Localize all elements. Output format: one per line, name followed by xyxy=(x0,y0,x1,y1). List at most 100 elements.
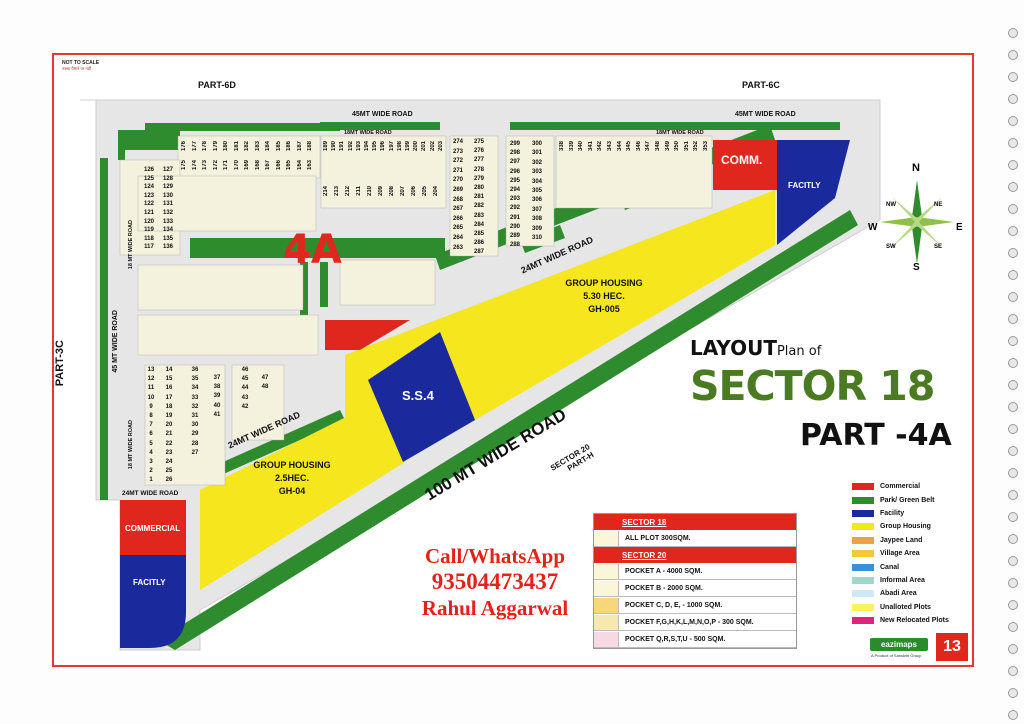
plot-size-swatch xyxy=(594,597,619,613)
plot-number: 339 xyxy=(568,141,575,152)
plot-number: 192 xyxy=(347,141,354,152)
ss4-facility xyxy=(368,332,475,462)
plot-number: 36 xyxy=(191,367,199,373)
green-belt-left xyxy=(100,158,108,500)
plot-number: 288 xyxy=(509,242,520,249)
road-18m-left: 18 MT WIDE ROAD xyxy=(128,220,134,270)
contact-phone[interactable]: 93504473437 xyxy=(431,569,559,594)
plot-number: 24 xyxy=(165,459,173,465)
plot-number: 168 xyxy=(254,160,261,171)
green-belt-100m xyxy=(158,210,858,650)
plot-number: 297 xyxy=(509,159,520,166)
plot-number: 122 xyxy=(143,201,154,208)
legend-label: Informal Area xyxy=(880,576,925,584)
plan-of-word: Plan of xyxy=(776,344,822,359)
plot-size-label: POCKET Q,R,S,T,U - 500 SQM. xyxy=(625,635,726,643)
plot-number: 169 xyxy=(244,160,250,171)
plot-number: 280 xyxy=(473,185,484,191)
layout-word: LAYOUT xyxy=(690,336,777,360)
gh005-line2: 5.30 HEC. xyxy=(583,291,625,301)
plot-number: 186 xyxy=(286,141,292,152)
plot-number: 347 xyxy=(645,141,652,152)
plot-number: 272 xyxy=(452,158,463,165)
plot-number: 48 xyxy=(261,384,269,391)
plot-number: 8 xyxy=(149,413,153,419)
plot-number: 190 xyxy=(331,141,338,152)
compass-n: N xyxy=(912,162,920,174)
legend-label: Abadi Area xyxy=(880,590,917,598)
brand-subtitle: A Product of Sanskriti Group xyxy=(871,653,922,658)
plot-number: 135 xyxy=(162,235,173,242)
plot-size-swatch xyxy=(594,614,619,630)
plot-number: 129 xyxy=(162,184,173,191)
plot-number: 167 xyxy=(265,160,271,171)
commercial-block-left xyxy=(120,500,186,555)
plot-number: 15 xyxy=(165,376,173,383)
plot-number: 125 xyxy=(143,175,154,182)
plot-number: 19 xyxy=(165,413,173,419)
plot-size-row: POCKET F,G,H,K,L,M,N,O,P - 300 SQM. xyxy=(594,614,796,631)
legend-swatch xyxy=(852,563,874,571)
plot-number: 348 xyxy=(655,141,661,152)
plot-number: 290 xyxy=(509,223,520,230)
plot-number: 132 xyxy=(162,210,173,216)
plot-number: 119 xyxy=(144,227,154,234)
plot-number: 22 xyxy=(165,440,173,447)
legend-label: Unalloted Plots xyxy=(880,603,931,611)
plot-number: 120 xyxy=(143,218,154,225)
legend-item: Abadi Area xyxy=(852,587,962,600)
plot-number: 189 xyxy=(323,141,329,152)
legend-swatch xyxy=(852,509,874,517)
plot-number: 172 xyxy=(212,160,219,171)
legend-item: Commercial xyxy=(852,480,962,493)
plot-number: 171 xyxy=(223,160,229,171)
legend-label: Village Area xyxy=(880,550,920,558)
plot-size-row: POCKET C, D, E, - 1000 SQM. xyxy=(594,597,796,614)
plot-size-row: POCKET B - 2000 SQM. xyxy=(594,580,796,597)
road-18m-left-2: 18 MT WIDE ROAD xyxy=(128,420,134,470)
green-belt-top-2 xyxy=(320,122,440,130)
plot-number: 187 xyxy=(296,141,303,152)
plot-number: 131 xyxy=(162,201,173,208)
block-4a-label: 4A xyxy=(283,227,342,273)
plot-number: 136 xyxy=(162,244,173,251)
plot-number: 309 xyxy=(531,225,542,232)
plot-number: 296 xyxy=(509,168,520,175)
plot-size-row: ALL PLOT 300SQM. xyxy=(594,530,796,547)
road-24m-bottom: 24MT WIDE ROAD xyxy=(122,490,179,497)
binder-rings xyxy=(1006,28,1020,720)
plot-number: 133 xyxy=(162,218,173,225)
green-belt-top-3 xyxy=(510,122,840,130)
road-45m-left: 45 MT WIDE ROAD xyxy=(112,310,119,373)
plot-number: 134 xyxy=(162,227,173,234)
plot-size-row: POCKET A - 4000 SQM. xyxy=(594,563,796,580)
plot-number: 196 xyxy=(380,141,387,152)
sector18-heading: SECTOR 18 xyxy=(594,514,796,530)
plot-number: 45 xyxy=(241,376,249,383)
road-45m-top-right: 45MT WIDE ROAD xyxy=(735,111,796,118)
plot-number: 287 xyxy=(473,249,484,256)
plot-number: 299 xyxy=(509,141,520,147)
plot-number: 279 xyxy=(473,175,484,182)
plot-number: 124 xyxy=(143,184,154,191)
plot-number: 6 xyxy=(149,431,153,438)
plot-number: 277 xyxy=(473,157,484,164)
sector-title: SECTOR 18 xyxy=(690,362,935,410)
plot-number: 204 xyxy=(433,186,439,197)
plot-number: 40 xyxy=(213,402,221,409)
plot-number: 179 xyxy=(212,141,219,152)
road-18m-top: 18MT WIDE ROAD xyxy=(344,130,392,136)
plot-number: 295 xyxy=(509,177,520,184)
plot-number: 294 xyxy=(509,187,520,193)
plot-number: 170 xyxy=(233,160,240,171)
plot-number: 304 xyxy=(531,178,542,185)
plot-number: 310 xyxy=(531,235,542,241)
plot-number: 35 xyxy=(191,376,199,383)
plot-number: 121 xyxy=(143,210,154,216)
plot-number: 273 xyxy=(452,148,463,155)
green-diagonal-lower xyxy=(205,410,345,480)
plot-number: 32 xyxy=(191,403,199,410)
plot-number: 17 xyxy=(165,394,173,401)
plot-number: 203 xyxy=(437,141,444,152)
plot-number: 38 xyxy=(213,384,221,391)
